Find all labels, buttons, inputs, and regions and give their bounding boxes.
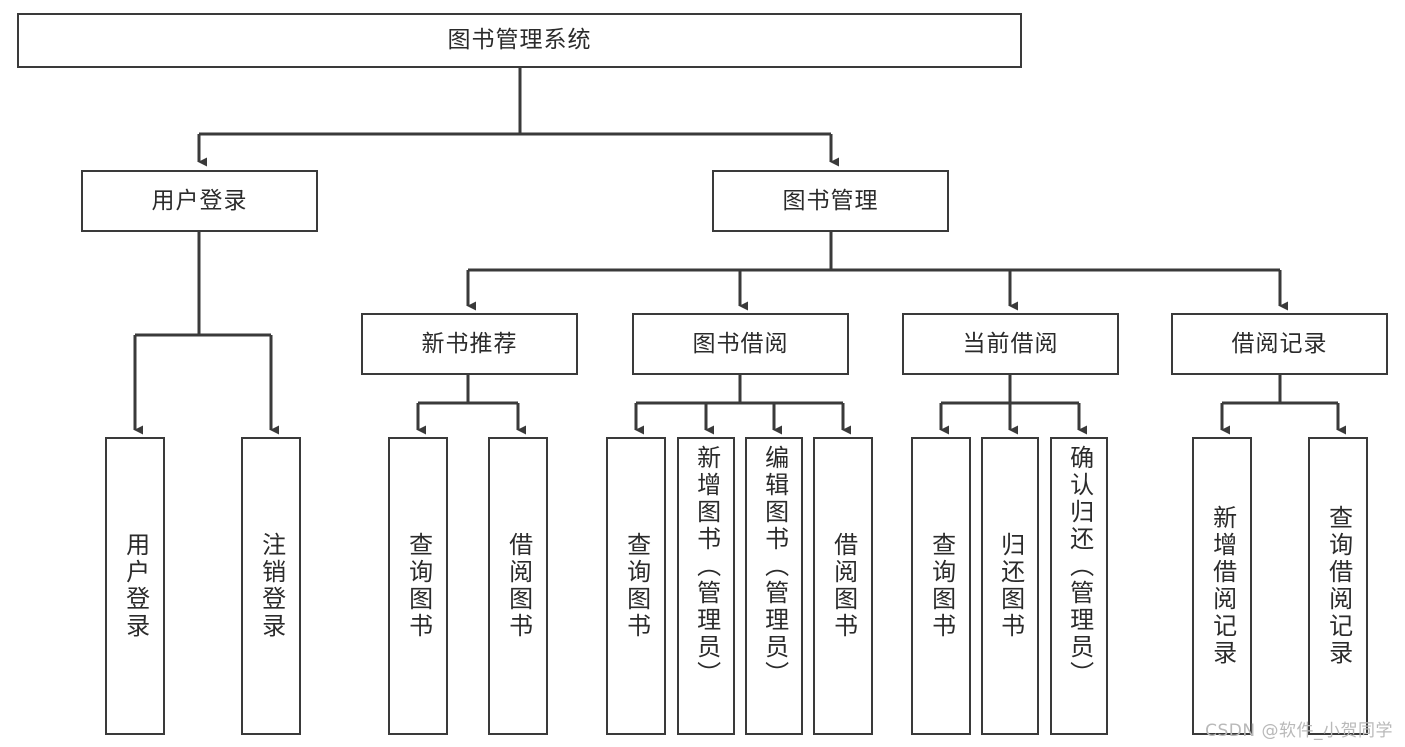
node-label: 查询借阅记录 [1324,505,1353,667]
leaf-current-borrow-return-book[interactable]: 归还图书 [981,437,1039,735]
node-label: 用户登录 [151,187,248,214]
node-new-book-recommend[interactable]: 新书推荐 [361,313,578,375]
leaf-new-book-query-book[interactable]: 查询图书 [388,437,448,735]
node-label: 用户登录 [121,532,150,640]
leaf-current-borrow-query-book[interactable]: 查询图书 [911,437,971,735]
node-label: 新增借阅记录 [1208,505,1237,667]
node-current-borrow[interactable]: 当前借阅 [902,313,1119,375]
node-label: 借阅图书 [504,532,533,640]
leaf-book-borrow-add-book-admin[interactable]: 新增图书（管理员） [677,437,735,735]
leaf-book-borrow-query-book[interactable]: 查询图书 [606,437,666,735]
leaf-user-login-login[interactable]: 用户登录 [105,437,165,735]
leaf-new-book-borrow-book[interactable]: 借阅图书 [488,437,548,735]
node-user-login[interactable]: 用户登录 [81,170,318,232]
leaf-book-borrow-borrow-book[interactable]: 借阅图书 [813,437,873,735]
node-label: 图书管理系统 [447,27,592,54]
node-label: 图书借阅 [692,330,789,357]
node-label: 新书推荐 [421,330,518,357]
node-book-borrow[interactable]: 图书借阅 [632,313,849,375]
node-label: 归还图书 [996,532,1025,640]
node-borrow-record[interactable]: 借阅记录 [1171,313,1388,375]
leaf-borrow-record-add-record[interactable]: 新增借阅记录 [1192,437,1252,735]
node-label: 注销登录 [257,532,286,640]
node-label: 查询图书 [927,532,956,640]
leaf-book-borrow-edit-book-admin[interactable]: 编辑图书（管理员） [745,437,803,735]
csdn-watermark: CSDN @软件_小贺同学 [1205,721,1393,741]
node-label: 图书管理 [782,187,879,214]
node-label: 借阅记录 [1231,330,1328,357]
node-label: 查询图书 [622,532,651,640]
leaf-borrow-record-query-record[interactable]: 查询借阅记录 [1308,437,1368,735]
node-root-book-management-system[interactable]: 图书管理系统 [17,13,1022,68]
node-book-management[interactable]: 图书管理 [712,170,949,232]
leaf-current-borrow-confirm-return-admin[interactable]: 确认归还（管理员） [1050,437,1108,735]
node-label: 查询图书 [404,532,433,640]
node-label: 新增图书（管理员） [692,445,721,688]
node-label: 当前借阅 [962,330,1059,357]
node-label: 编辑图书（管理员） [760,445,789,688]
node-label: 借阅图书 [829,532,858,640]
leaf-user-login-logout[interactable]: 注销登录 [241,437,301,735]
node-label: 确认归还（管理员） [1065,445,1094,688]
